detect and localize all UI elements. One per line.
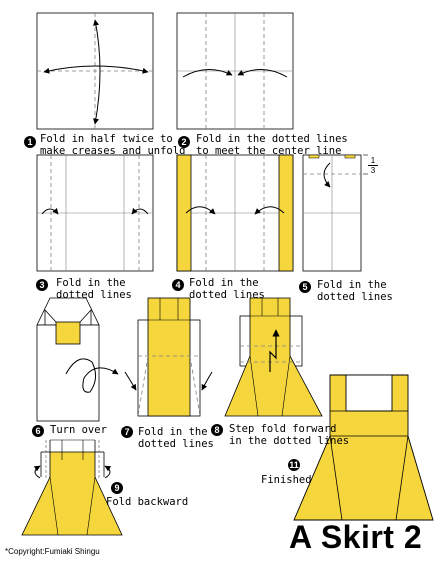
step-6-number: 6 [32,425,44,437]
step-7-figure [124,297,213,417]
copyright-text: *Copyright:Fumiaki Shingu [5,547,100,556]
step-9-figure [21,439,123,536]
step-5-number: 5 [299,281,311,293]
step-1-number: 1 [24,136,36,148]
step-2-number: 2 [178,136,190,148]
step-3-figure [36,154,154,272]
step-8-text: Step fold forward in the dotted lines [229,423,350,447]
step-11-text: Finished [261,474,312,486]
one-third-label: 1 3 [368,156,378,175]
step-6-figure [36,297,119,422]
step-7-text: Fold in the dotted lines [138,426,214,450]
step-9-number: 9 [111,482,123,494]
step-1-figure [36,12,154,130]
step-8-number: 8 [211,424,223,436]
diagram-title: A Skirt 2 [289,519,423,555]
step-7-number: 7 [121,426,133,438]
step-4-text: Fold in the dotted lines [189,277,265,301]
step-1-text: Fold in half twice to make creases and u… [40,133,186,157]
step-3-text: Fold in the dotted lines [56,277,132,301]
step-4-figure [176,154,294,272]
step-2-figure [176,12,294,130]
step-6-text: Turn over [50,424,107,436]
step-11-number: 11 [288,459,300,471]
step-8-figure [224,297,323,417]
step-5-figure [302,154,368,272]
step-4-number: 4 [172,279,184,291]
step-5-text: Fold in the dotted lines [317,279,393,303]
step-2-text: Fold in the dotted lines to meet the cen… [196,133,348,157]
step-3-number: 3 [36,279,48,291]
step-9-text: Fold backward [106,496,189,508]
step-11-figure [293,374,434,521]
